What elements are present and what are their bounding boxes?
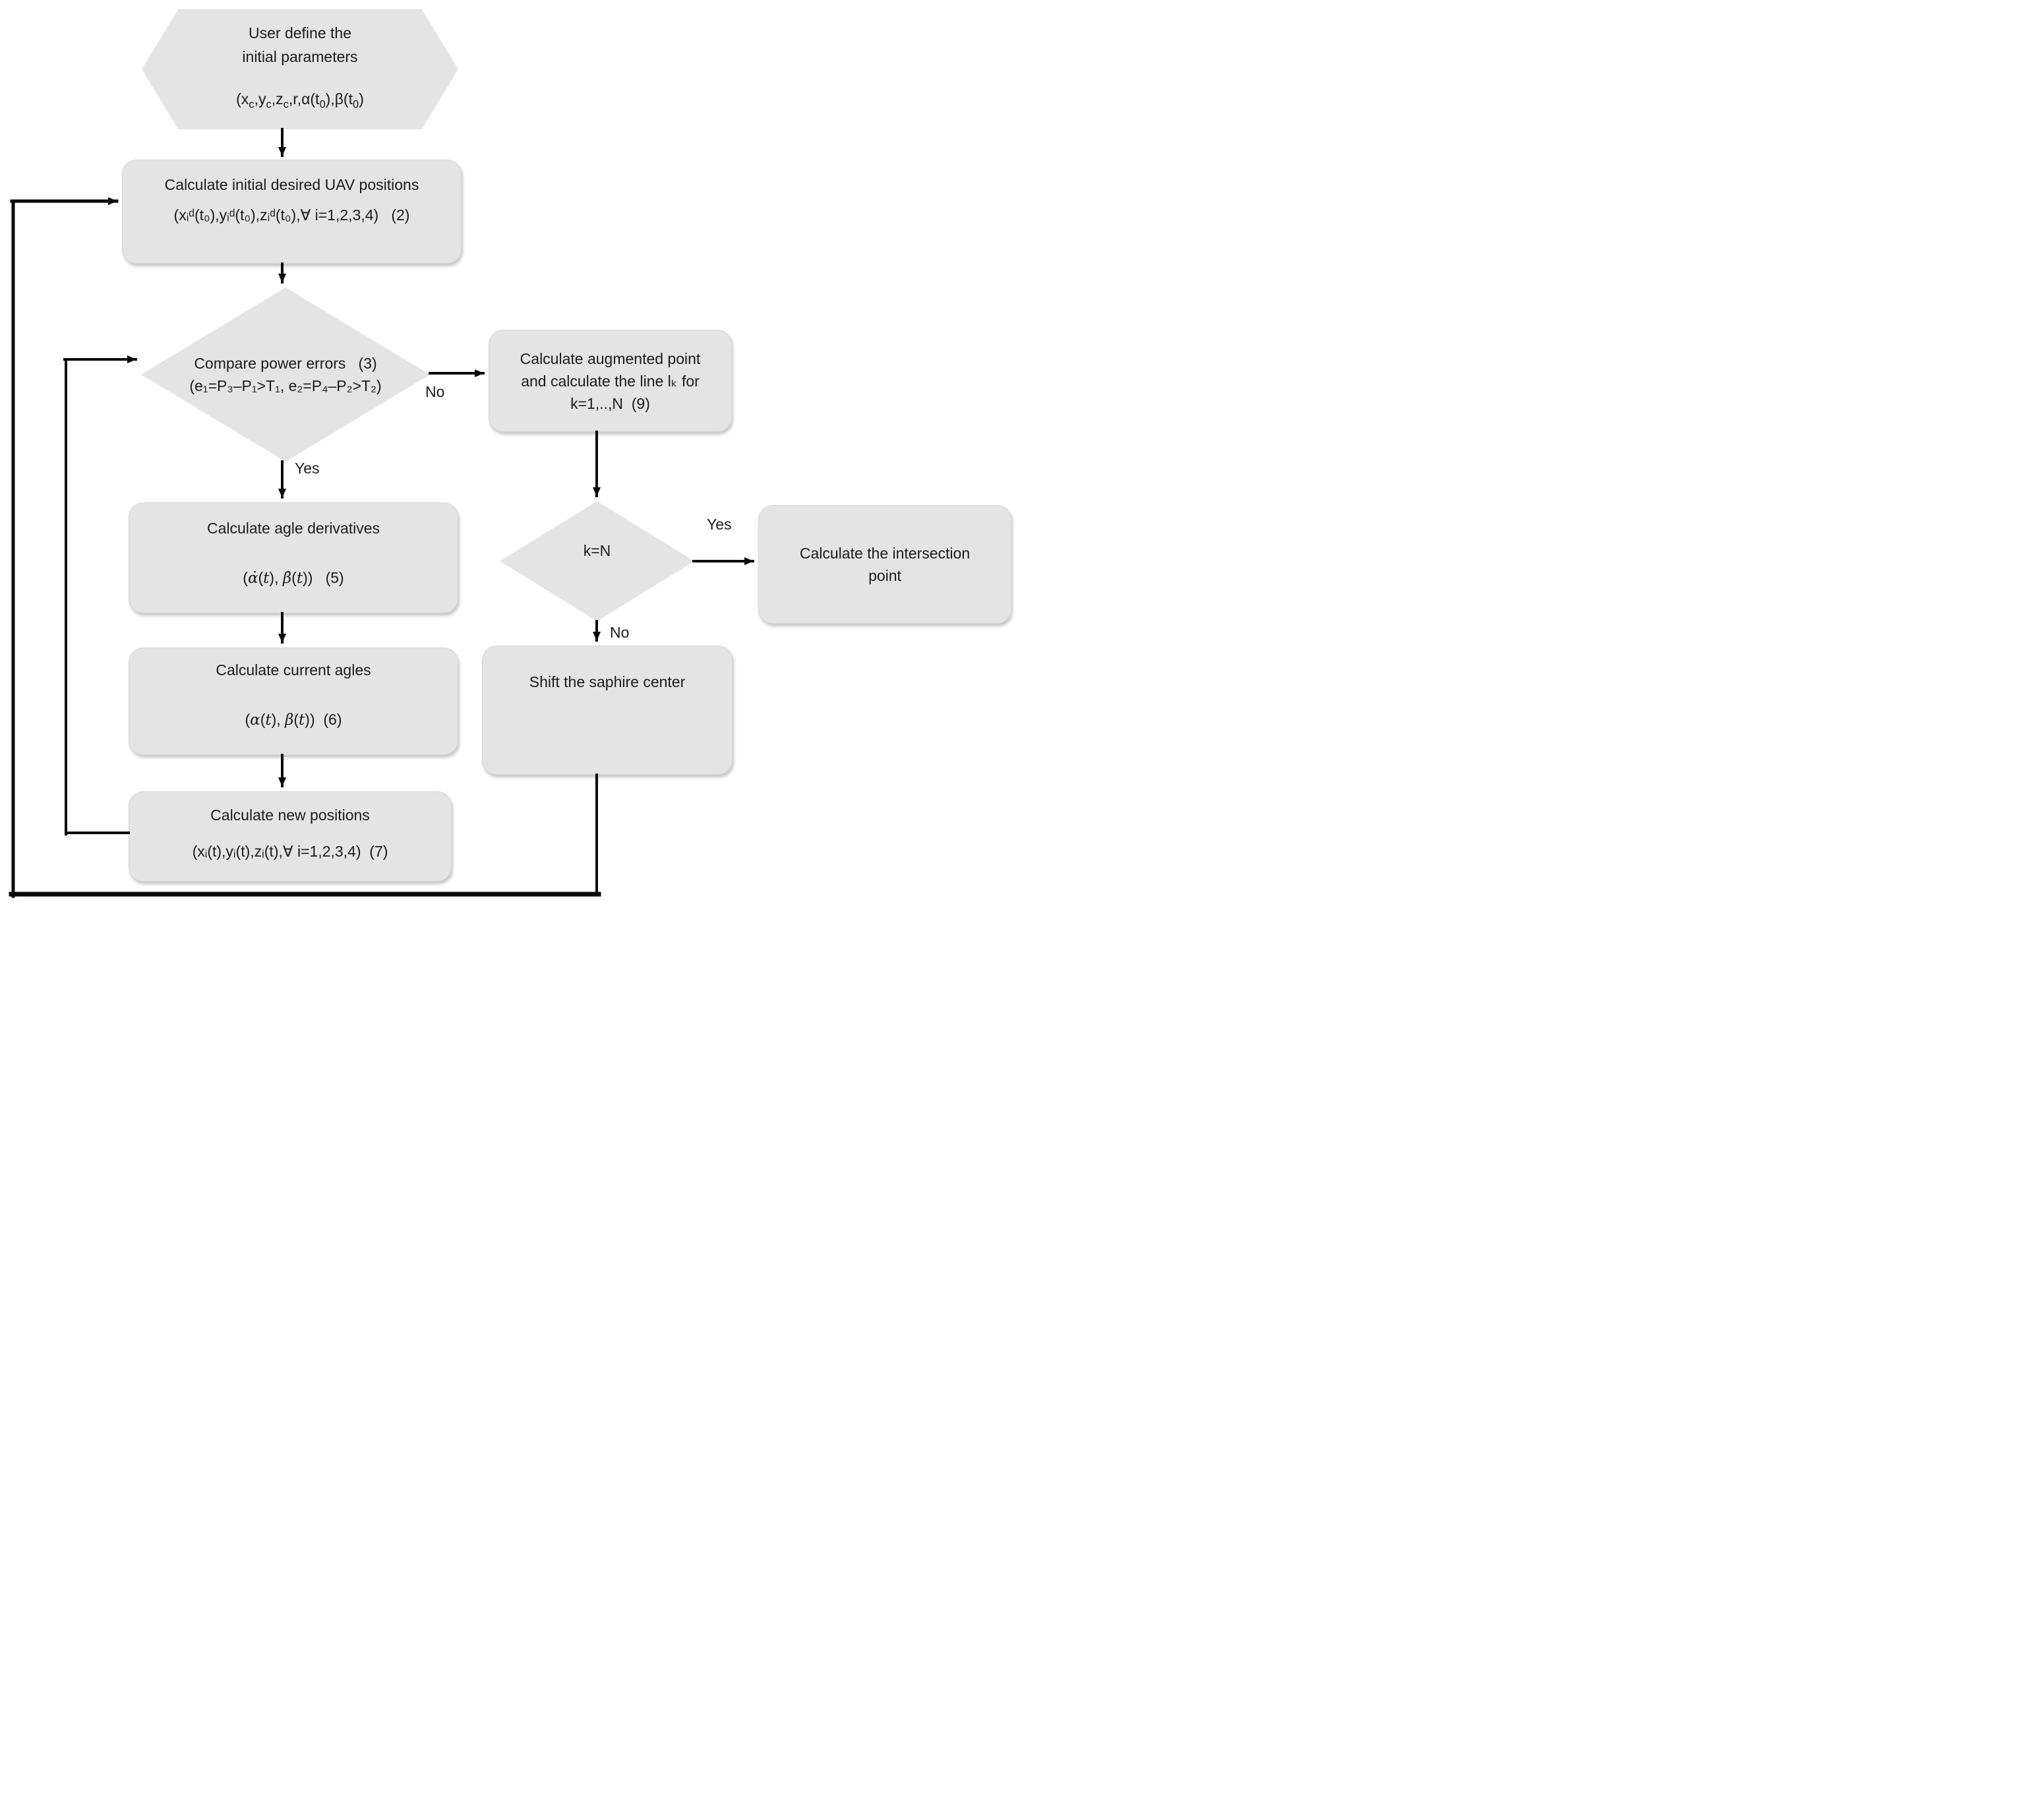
edge-label-kn-no: No — [610, 624, 630, 641]
new-positions-title: Calculate new positions — [210, 806, 370, 824]
intersection-point-line1: Calculate the intersection — [799, 545, 971, 562]
start-hexagon-line1: User define the — [249, 24, 351, 42]
node-new-positions: Calculate new positions (xᵢ(t),yᵢ(t),zᵢ(… — [129, 791, 452, 882]
edge-label-compare-yes: Yes — [295, 460, 320, 477]
angle-derivatives-formula: (α̇(t), β̇(t)) (5) — [243, 569, 344, 587]
decision-k-equals-n: k=N — [500, 501, 694, 621]
node-init-positions: Calculate initial desired UAV positions … — [122, 160, 462, 264]
angle-derivatives-title: Calculate agle derivatives — [206, 520, 380, 537]
start-hexagon-formula: (xc,yc,zc,r,α(t0),β(t0) — [236, 90, 364, 111]
init-positions-title: Calculate initial desired UAV positions — [164, 176, 419, 193]
node-current-angles: Calculate current agles (α(t), β(t)) (6) — [129, 648, 458, 755]
augmented-point-line3: k=1,..,N (9) — [570, 394, 650, 412]
edge-label-compare-no: No — [425, 383, 445, 400]
current-angles-formula: (α(t), β(t)) (6) — [245, 711, 342, 729]
flowchart-canvas: User define the initial parameters (xc,y… — [0, 0, 1020, 910]
augmented-point-line1: Calculate augmented point — [520, 349, 701, 367]
node-angle-derivatives: Calculate agle derivatives (α̇(t), β̇(t)… — [129, 502, 458, 613]
decision-compare-power-errors: Compare power errors (3) (e₁=P₃–P₁>T₁, e… — [141, 288, 430, 462]
augmented-point-line2: and calculate the line lₖ for — [521, 372, 700, 390]
current-angles-title: Calculate current agles — [216, 661, 371, 679]
intersection-point-line2: point — [868, 567, 901, 584]
compare-errors-formula: (e₁=P₃–P₁>T₁, e₂=P₄–P₂>T₂) — [189, 377, 382, 394]
node-shift-saphire-center: Shift the saphire center — [482, 646, 733, 775]
node-augmented-point: Calculate augmented point and calculate … — [489, 330, 732, 432]
edge-label-kn-yes: Yes — [707, 516, 732, 533]
node-intersection-point: Calculate the intersection point — [758, 505, 1011, 624]
start-hexagon-line2: initial parameters — [242, 48, 358, 65]
shift-center-label: Shift the saphire center — [529, 673, 686, 690]
k-equals-n-label: k=N — [583, 542, 611, 559]
init-positions-formula: (xᵢᵈ(t₀),yᵢᵈ(t₀),zᵢᵈ(t₀),∀ i=1,2,3,4) (2… — [173, 206, 410, 224]
compare-errors-title: Compare power errors (3) — [194, 355, 377, 372]
new-positions-formula: (xᵢ(t),yᵢ(t),zᵢ(t),∀ i=1,2,3,4) (7) — [192, 843, 388, 860]
node-start-hexagon: User define the initial parameters (xc,y… — [142, 9, 458, 129]
